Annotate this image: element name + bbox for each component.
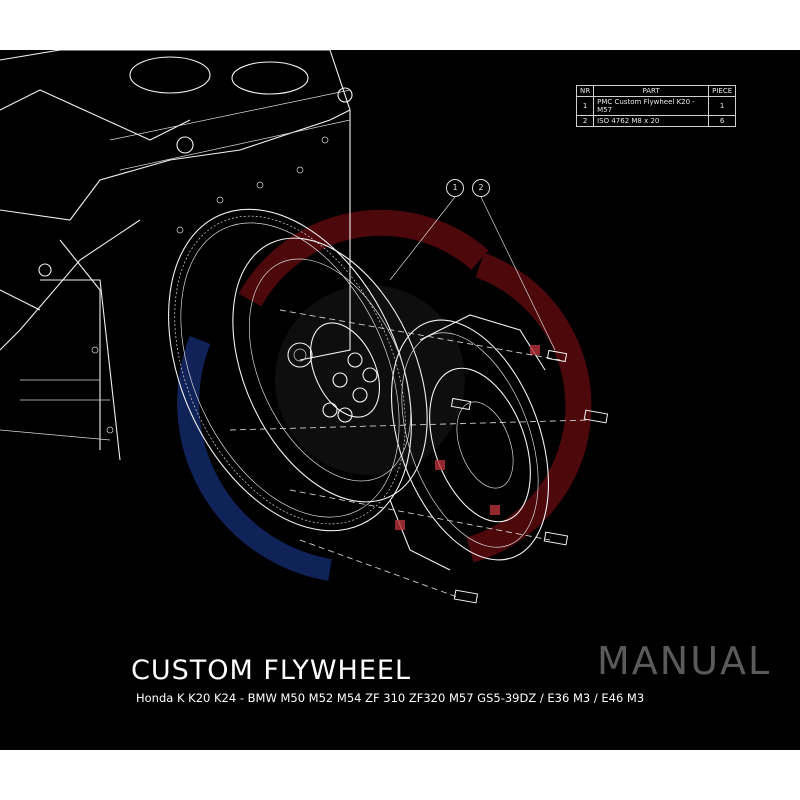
callout-1: 1 (446, 179, 464, 197)
exploded-view-drawing (0, 50, 609, 604)
engine-block (0, 50, 353, 461)
row-part: PMC Custom Flywheel K20 - M57 (593, 96, 710, 116)
header-piece: PIECE (708, 85, 737, 97)
row-part: ISO 4762 M8 x 20 (593, 115, 710, 127)
row-nr: 1 (575, 96, 595, 116)
flywheel-ring-gear (168, 208, 412, 532)
table-row: 2 ISO 4762 M8 x 20 6 (575, 115, 737, 127)
m8-bolts (229, 309, 609, 604)
flywheel-disc (232, 237, 428, 503)
header-nr: NR (575, 85, 595, 97)
callout-2: 2 (472, 179, 490, 197)
header-part: PART (593, 85, 710, 97)
table-row: 1 PMC Custom Flywheel K20 - M57 1 (575, 96, 737, 116)
page-title: CUSTOM FLYWHEEL (131, 655, 412, 686)
callout-leaders (389, 196, 556, 351)
parts-table-header: NR PART PIECE (575, 85, 737, 97)
row-piece: 1 (708, 96, 737, 116)
page-subtitle: Honda K K20 K24 - BMW M50 M52 M54 ZF 310… (136, 691, 645, 705)
brand-logo-watermark (177, 209, 592, 581)
row-nr: 2 (575, 115, 595, 127)
parts-list-table: NR PART PIECE 1 PMC Custom Flywheel K20 … (575, 85, 737, 127)
diagram-canvas: NR PART PIECE 1 PMC Custom Flywheel K20 … (0, 50, 800, 750)
row-piece: 6 (708, 115, 737, 127)
clutch-pressure-plate (389, 314, 550, 571)
manual-watermark: MANUAL (597, 639, 772, 683)
